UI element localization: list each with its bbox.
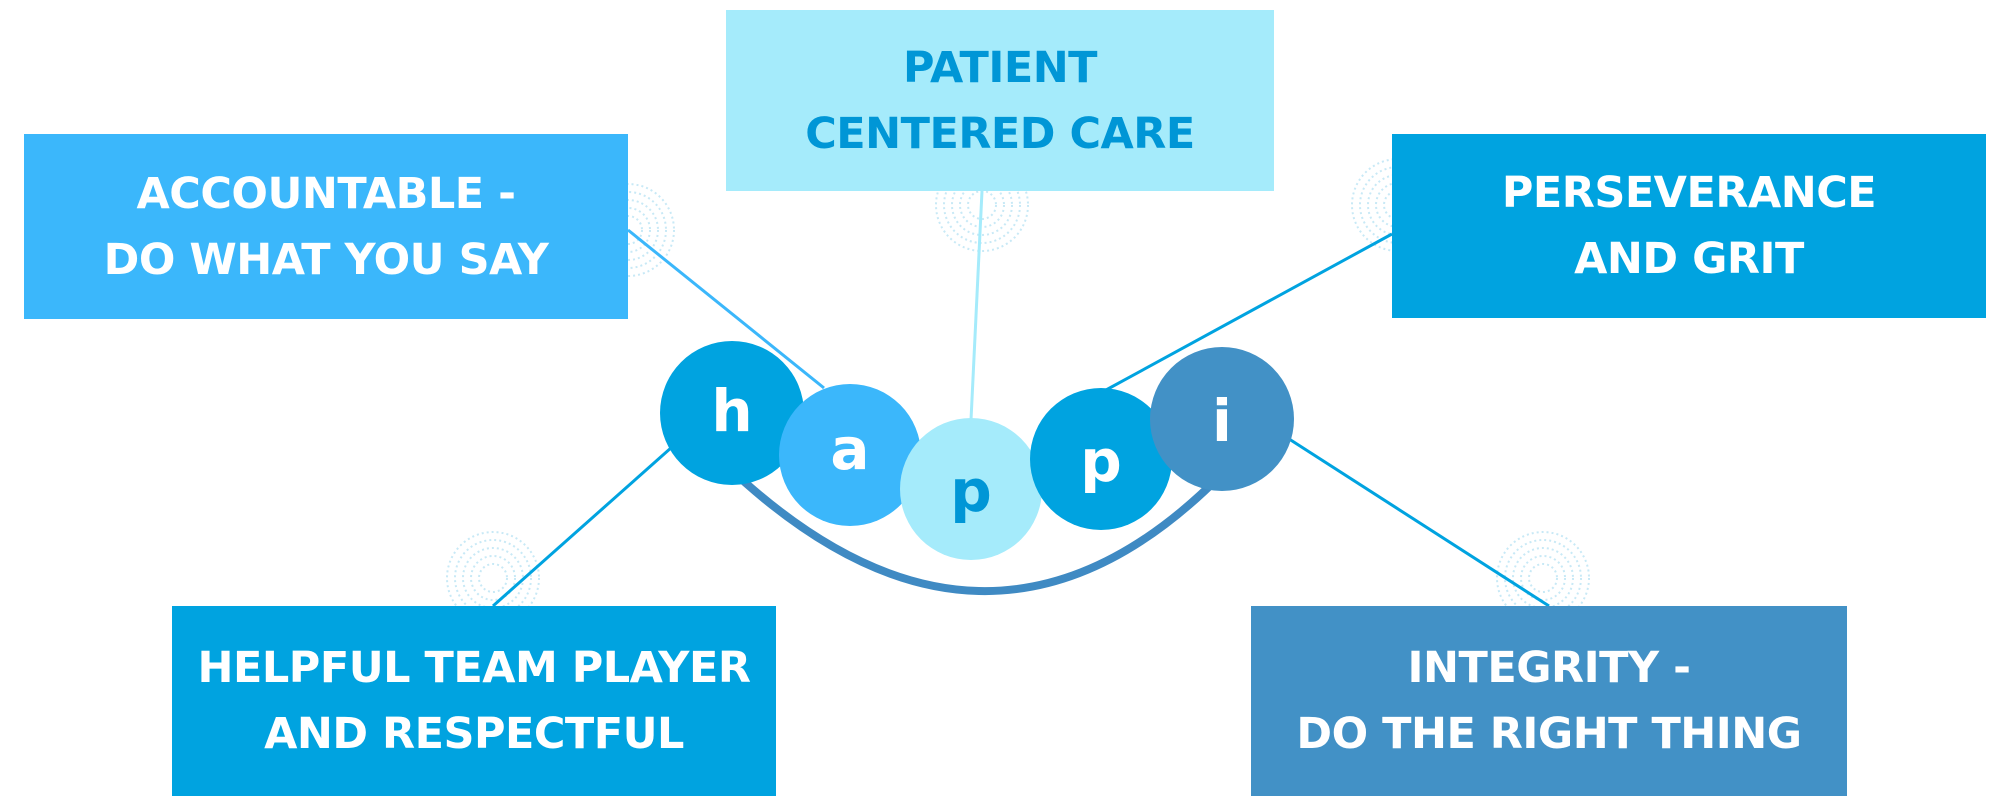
value-line: DO WHAT YOU SAY: [103, 234, 549, 285]
ring-circle: [589, 191, 667, 269]
ring-circle: [446, 531, 540, 625]
connector-accountable: [627, 228, 825, 390]
value-line: INTEGRITY -: [1407, 643, 1691, 693]
letter-glyph: a: [830, 415, 870, 483]
ring-circle: [478, 563, 508, 593]
value-box-helpful-team-player: HELPFUL TEAM PLAYER AND RESPECTFUL: [172, 606, 776, 796]
ring-circle: [1504, 539, 1582, 617]
ring-circle: [470, 555, 516, 601]
value-box-patient-centered-care: PATIENT CENTERED CARE: [726, 10, 1274, 191]
value-line: ACCOUNTABLE -: [136, 168, 517, 219]
letter-circle-a: a: [779, 384, 921, 526]
ring-circle: [959, 182, 1005, 228]
ring-circle: [613, 215, 643, 245]
value-line: DO THE RIGHT THING: [1296, 709, 1802, 759]
value-line: AND GRIT: [1574, 234, 1804, 284]
value-box-accountable: ACCOUNTABLE - DO WHAT YOU SAY: [24, 134, 628, 319]
value-line: AND RESPECTFUL: [264, 709, 684, 759]
ring-circle: [1512, 547, 1574, 609]
connector-helpful: [492, 445, 673, 608]
connector-perseverance: [1105, 232, 1393, 392]
value-line: PERSEVERANCE: [1501, 168, 1877, 218]
value-line: PATIENT: [902, 42, 1098, 93]
letter-glyph: p: [950, 457, 992, 525]
connector-integrity: [1285, 435, 1550, 608]
letter-glyph: h: [711, 377, 753, 445]
letter-circle-i: i: [1150, 347, 1294, 491]
value-line: CENTERED CARE: [805, 108, 1195, 159]
ring-circle: [605, 207, 651, 253]
ring-circle: [1496, 531, 1590, 625]
ring-circle: [597, 199, 659, 261]
letter-glyph: i: [1212, 387, 1232, 455]
swing-arc: [721, 460, 1224, 595]
ring-circle: [581, 183, 675, 277]
ring-circle: [454, 539, 532, 617]
ring-circle: [943, 166, 1021, 244]
connector-patient: [969, 190, 984, 421]
value-box-perseverance: PERSEVERANCE AND GRIT: [1392, 134, 1986, 318]
letter-circle-p-second: p: [1030, 388, 1172, 530]
value-line: HELPFUL TEAM PLAYER: [197, 643, 751, 693]
ring-ornament-integrity: [1496, 531, 1590, 625]
ring-circle: [1520, 555, 1566, 601]
letter-glyph: p: [1080, 427, 1122, 495]
ring-circle: [1528, 563, 1558, 593]
ring-ornament-accountable: [581, 183, 675, 277]
letter-circle-p-first: p: [900, 418, 1042, 560]
value-box-integrity: INTEGRITY - DO THE RIGHT THING: [1251, 606, 1847, 796]
